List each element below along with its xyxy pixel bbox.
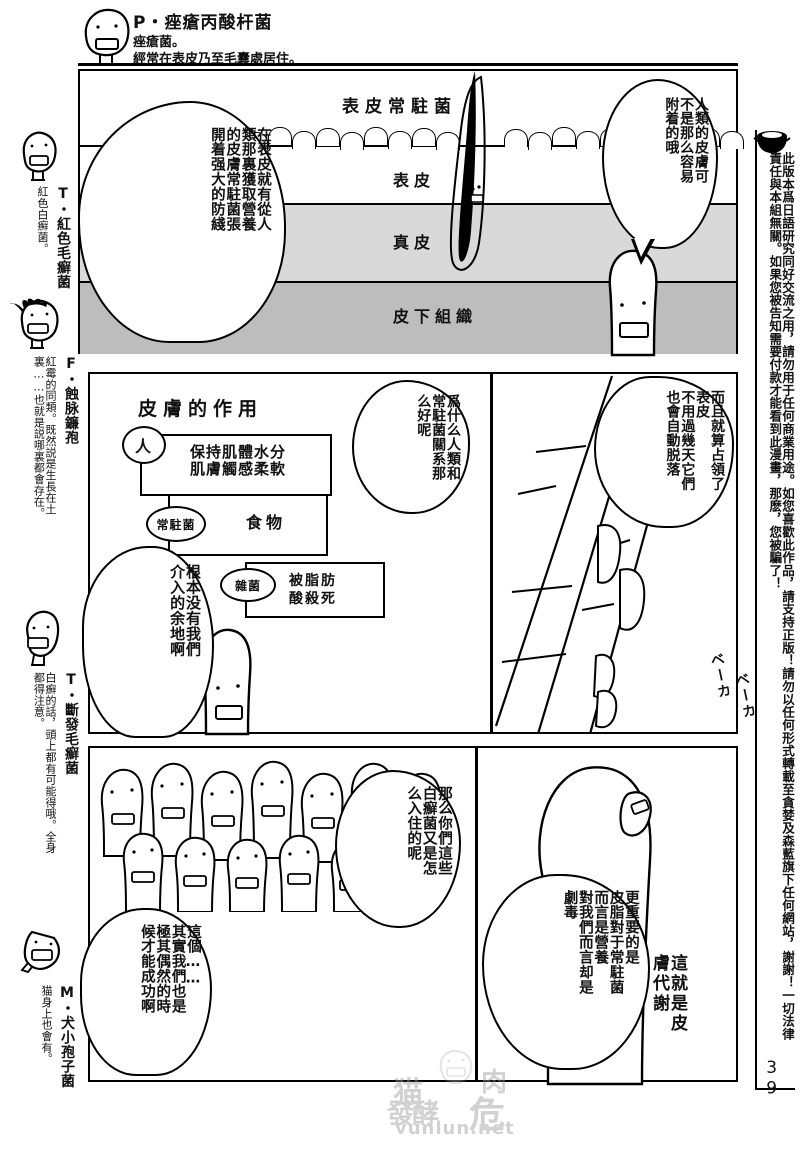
caption-skin-metabolism: 這就是皮 膚代謝 xyxy=(649,954,730,1054)
germ-icon xyxy=(552,127,576,145)
panel-3: 那么你們這些 白癬菌又是怎 么入住的呢 這個…… 其實我們也是 極其偶然的時 候… xyxy=(80,746,738,1086)
sidenote-desc: 紅霉的同類。既然説是生長在土裏……也就是説哪裏都會存在。 xyxy=(32,356,57,519)
germ-icon xyxy=(388,131,412,149)
germ-icon xyxy=(576,131,600,149)
sidenote-desc: 猫身上也會有。 xyxy=(40,985,53,1065)
speech-bubble-panel-2-right: 而且就算占領了 表皮 不用過幾天它們 也會自動脱落 xyxy=(594,376,734,528)
germ-icon xyxy=(340,132,364,150)
hair-follicle-icon xyxy=(445,71,505,286)
panel-1: 表皮 真皮 皮下組織 表皮常駐菌 xyxy=(78,69,744,357)
speech-bubble-panel-3-answer: 這個…… 其實我們也是 極其偶然的時 候才能成功啊 xyxy=(80,908,212,1076)
copyright-divider-left xyxy=(755,130,757,1090)
diagram-pill-human: 人 xyxy=(122,426,166,464)
diagram-pill-resident-flora: 常駐菌 xyxy=(146,506,206,542)
watermark-char-2: 肉 xyxy=(481,1068,508,1098)
panel-1-title: 表皮常駐菌 xyxy=(342,97,457,117)
layer-label-dermis: 真皮 xyxy=(393,233,436,252)
sidenote-t-red: T・紅色毛癬菌 紅色白癬菌。 xyxy=(8,186,71,316)
germ-icon xyxy=(292,131,316,149)
speech-text: 這個…… 其實我們也是 極其偶然的時 候才能成功啊 xyxy=(138,924,201,1014)
watermark-char-4: 危 xyxy=(469,1095,506,1136)
speech-text: 那么你們這些 白癬菌又是怎 么入住的呢 xyxy=(405,786,452,876)
speech-text: 爲什么人類和 常駐菌關系那 么好呢 xyxy=(415,394,461,481)
caption-text: 這就是皮 膚代謝 xyxy=(649,954,688,1034)
speech-bubble-panel-1-right: 人類的皮膚可 不是那么容易 附着的哦 xyxy=(602,79,718,249)
speech-text: 根本没有我們 介入的余地啊 xyxy=(168,564,202,657)
panel-divider xyxy=(490,374,493,732)
germ-icon xyxy=(316,128,340,146)
watermark-char-3: 發酵 xyxy=(387,1099,439,1130)
diagram-box-text: 食物 xyxy=(246,513,287,532)
sidenote-desc: 紅色白癬菌。 xyxy=(36,186,49,254)
character-icon-p-acne xyxy=(78,6,134,65)
speech-text: 在表皮就有從人 類那裏獲取營養 的皮膚常駐菌張 開着强大的防綫 xyxy=(208,127,271,232)
panel-divider xyxy=(475,748,478,1080)
sidenote-t-break: T・斷發毛癬菌 白癬的話，頭上都有可能得哦。全身都得注意。 xyxy=(6,672,79,872)
character-icon-m-dog xyxy=(16,920,66,978)
diagram-box-text: 保持肌體水分 肌膚觸感柔軟 xyxy=(190,443,287,479)
sidenote-name: T・斷發毛癬菌 xyxy=(63,672,79,775)
speech-text: 而且就算占領了 表皮 不用過幾天它們 也會自動脱落 xyxy=(664,390,725,491)
germ-icon xyxy=(528,132,552,150)
diagram-pill-misc-bacteria: 雜菌 xyxy=(220,568,276,602)
sidenote-desc: 白癬的話，頭上都有可能得哦。全身都得注意。 xyxy=(32,672,57,854)
germ-icon xyxy=(504,129,528,147)
character-icon-f-hyphae xyxy=(10,296,66,349)
germ-icon xyxy=(720,131,744,149)
site-watermark: 猫 肉 發酵 危 vunlun.net xyxy=(385,1048,545,1143)
speech-bubble-panel-3-right: 更重要的是 皮脂對于常駐菌 而言是營養 對我們而言却是 劇毒 xyxy=(482,874,650,1070)
diagram-box-human-benefit: 保持肌體水分 肌膚觸感柔軟 xyxy=(140,434,332,496)
sidenote-name: F・蝕脉鐮孢 xyxy=(63,356,79,445)
speech-bubble-tail xyxy=(631,238,655,265)
layer-label-epidermis: 表皮 xyxy=(393,171,436,190)
germ-icon xyxy=(364,127,388,145)
header-subtitle-line-1: 痤瘡菌。 xyxy=(133,35,186,50)
germ-icon xyxy=(412,128,436,146)
character-icon-t-break xyxy=(14,608,64,667)
panel-2-title: 皮膚的作用 xyxy=(138,398,264,420)
page-number: 39 xyxy=(761,1058,782,1100)
speech-text: 更重要的是 皮脂對于常駐菌 而言是營養 對我們而言却是 劇毒 xyxy=(561,890,639,995)
header-divider xyxy=(78,63,738,66)
pot-logo-icon xyxy=(752,128,792,154)
diagram-box-text: 被脂肪 酸殺死 xyxy=(289,573,337,608)
panel-2: 皮膚的作用 保持肌體水分 肌膚觸感柔軟 人 食物 常駐菌 被脂肪 酸殺死 雜菌 xyxy=(82,372,758,738)
germ-icon xyxy=(268,127,292,145)
copyright-notice: 此版本爲日語研究同好交流之用，請勿用于任何商業用途。如您喜歡此作品，請支持正版！… xyxy=(767,152,795,1041)
character-icon-foreground-right xyxy=(600,247,666,357)
sidenote-name: M・犬小孢子菌 xyxy=(59,985,75,1088)
sidenote-f-hyphae: F・蝕脉鐮孢 紅霉的同類。既然説是生長在土裏……也就是説哪裏都會存在。 xyxy=(6,356,79,541)
speech-bubble-panel-2-question: 爲什么人類和 常駐菌關系那 么好呢 xyxy=(352,380,470,514)
layer-label-subcutaneous: 皮下組織 xyxy=(393,307,478,326)
character-icon-panel-2-left xyxy=(196,624,258,736)
sidenote-name: T・紅色毛癬菌 xyxy=(55,186,71,289)
speech-bubble-panel-3-question: 那么你們這些 白癬菌又是怎 么入住的呢 xyxy=(335,770,461,928)
sidenote-m-dog: M・犬小孢子菌 猫身上也會有。 xyxy=(8,985,75,1133)
speech-text: 人類的皮膚可 不是那么容易 附着的哦 xyxy=(663,97,709,184)
character-icon-t-red xyxy=(14,128,62,181)
copyright-divider-bottom xyxy=(755,1088,795,1090)
page-title: P・痤瘡丙酸杆菌 xyxy=(133,13,273,33)
speech-bubble-panel-2-left: 根本没有我們 介入的余地啊 xyxy=(82,546,214,738)
speech-bubble-panel-1-left: 在表皮就有從人 類那裏獲取營養 的皮膚常駐菌張 開着强大的防綫 xyxy=(78,101,286,343)
watermark-char-1: 猫 xyxy=(393,1076,423,1111)
watermark-url: vunlun.net xyxy=(395,1118,515,1139)
